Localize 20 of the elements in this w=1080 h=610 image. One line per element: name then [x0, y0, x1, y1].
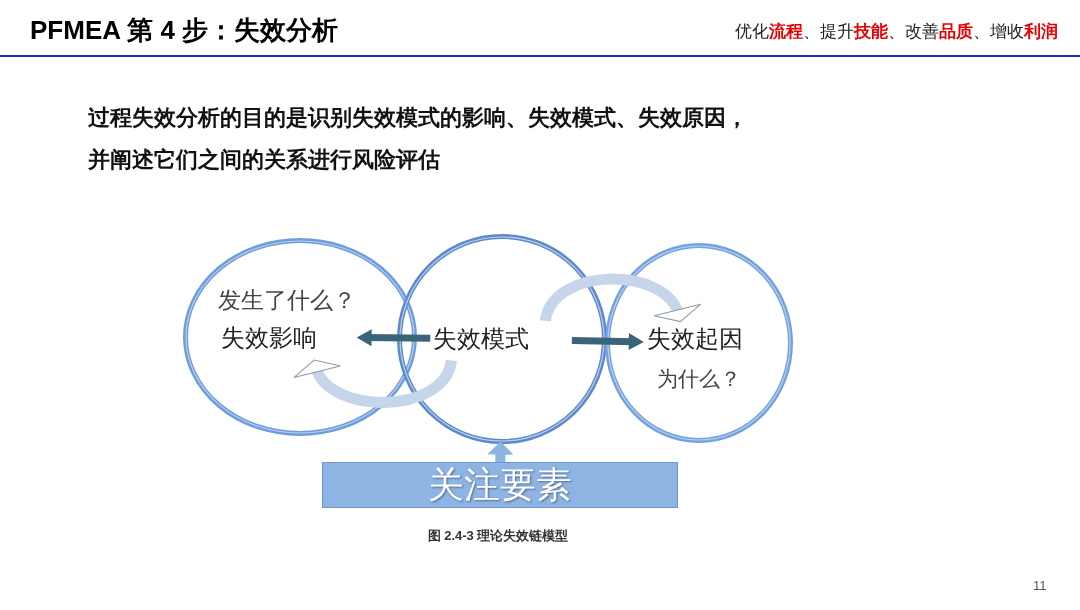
- curved-arrow: [295, 358, 457, 408]
- question-text: 发生了什么？: [218, 288, 356, 314]
- circle-node: [397, 234, 607, 444]
- arrow: [487, 441, 514, 463]
- slide-title: PFMEA 第 4 步：失效分析: [30, 15, 339, 47]
- node-label: 关注要素: [428, 465, 572, 505]
- node-label: 失效起因: [647, 326, 743, 353]
- node-label: 失效影响: [221, 325, 317, 352]
- page-number: 11: [1033, 578, 1047, 594]
- circle-node: [605, 243, 793, 443]
- curved-arrow: [540, 273, 699, 323]
- intro-text: 过程失效分析的目的是识别失效模式的影响、失效模式、失效原因，并阐述它们之间的关系进行风险评估: [88, 104, 749, 174]
- circle-node: [183, 238, 417, 436]
- node-label: 失效模式: [433, 326, 529, 353]
- banner-box: [322, 462, 678, 508]
- question-text: 为什么？: [657, 367, 741, 391]
- figure-caption: 图 2.4-3 理论失效链模型: [427, 528, 569, 544]
- header-tagline: 优化流程、提升技能、改善品质、增收利润: [735, 22, 1058, 43]
- arrow: [571, 333, 644, 351]
- arrow: [356, 329, 431, 347]
